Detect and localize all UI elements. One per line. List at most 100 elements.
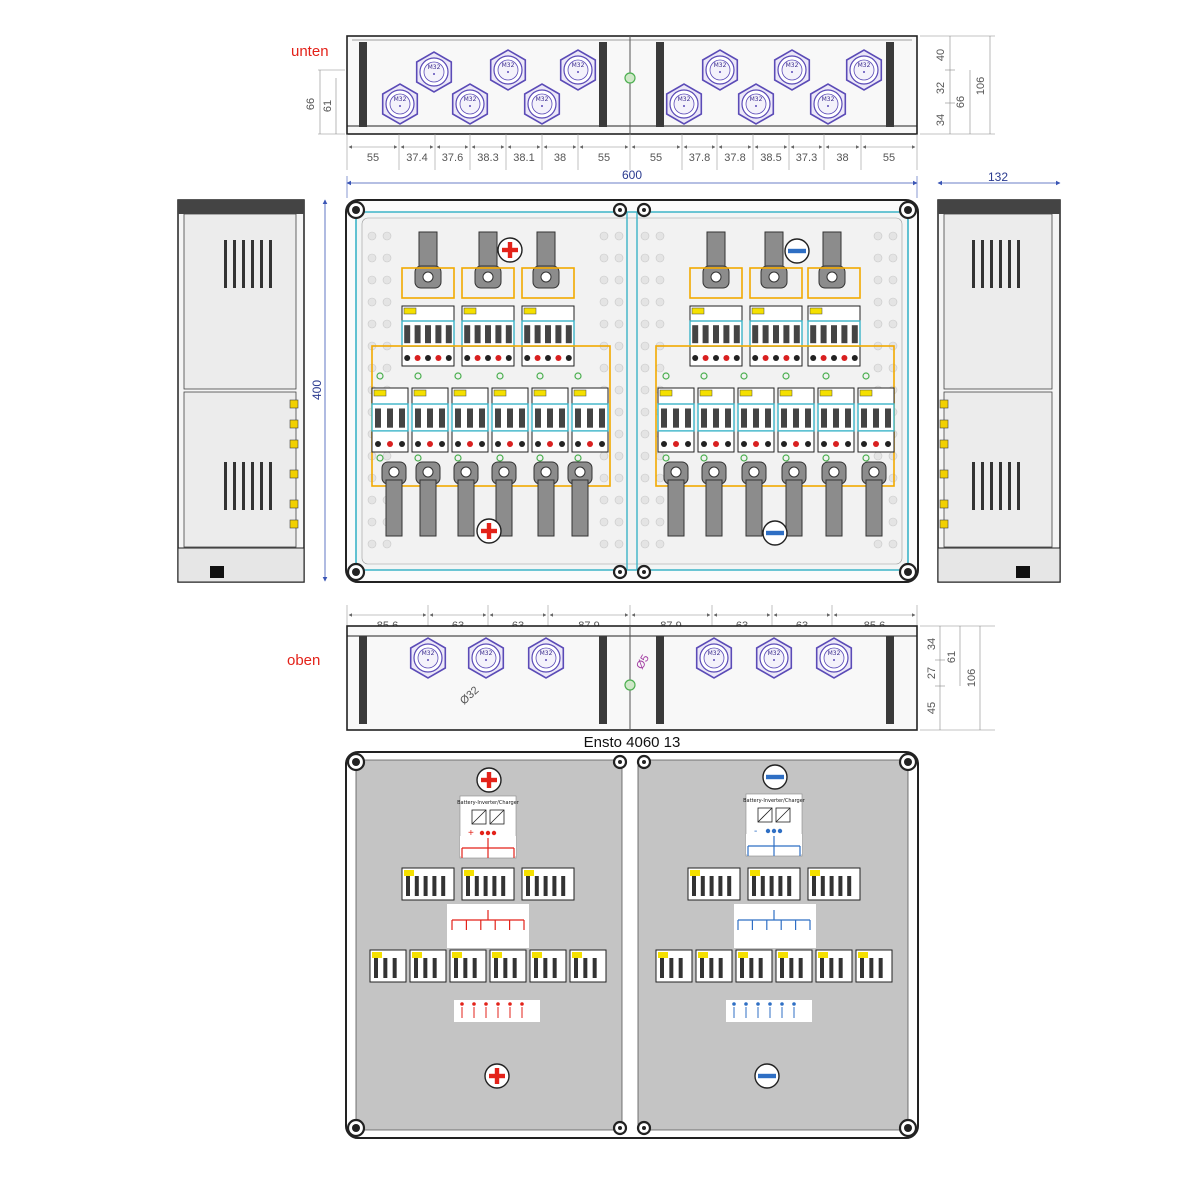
side-marker <box>289 399 299 409</box>
busbar-lug <box>491 461 517 537</box>
mount-dot <box>640 451 650 461</box>
fuse-pin <box>841 325 848 344</box>
gland-label: M32 <box>786 62 799 69</box>
mount-dot <box>599 319 609 329</box>
fuse-terminal <box>467 441 473 447</box>
cover-fuse-pin <box>583 958 588 978</box>
cover-fuse-pin <box>678 958 683 978</box>
cover-fuse <box>369 949 407 983</box>
lug-hole <box>574 466 586 478</box>
top-view-housing <box>346 625 918 731</box>
fuse-terminal <box>661 441 667 447</box>
mount-dot <box>614 231 624 241</box>
fuse-terminal <box>861 441 867 447</box>
side-marker <box>939 419 949 429</box>
gland-center <box>719 71 721 73</box>
lug-hole <box>826 271 838 283</box>
fuse-clip-frame <box>737 403 775 432</box>
gland-inner <box>703 647 725 669</box>
cover-fuse-pin <box>878 958 883 978</box>
fuse-terminal <box>851 355 858 361</box>
fuse-clip-frame <box>531 403 569 432</box>
busbar-lug <box>861 461 887 537</box>
gland-inner <box>745 93 767 115</box>
wire-frame <box>461 267 515 299</box>
fuse-pin <box>387 408 393 428</box>
cover-fuse-pin <box>820 876 825 896</box>
cover-fuse-pin <box>847 876 852 896</box>
fuse-terminal <box>873 441 879 447</box>
fuse-pin <box>741 408 747 428</box>
fuse-holder <box>401 305 455 367</box>
fuse-pin <box>587 408 593 428</box>
mount-dot <box>367 297 377 307</box>
lug-body <box>495 479 513 537</box>
fuse-pin <box>723 325 730 344</box>
minus-icon <box>784 238 810 264</box>
mount-dot <box>614 517 624 527</box>
mount-dot <box>655 319 665 329</box>
cover-fuse-tag <box>690 870 700 876</box>
mount-dot <box>367 275 377 285</box>
mount-dot <box>382 253 392 263</box>
fuse-pin <box>725 408 731 428</box>
fuse-terminal <box>833 441 839 447</box>
left-side-profile <box>177 199 305 583</box>
mount-dot <box>614 385 624 395</box>
fuse-pin <box>565 325 572 344</box>
corner-screw-hole <box>904 568 912 576</box>
mount-dot <box>614 253 624 263</box>
dim-value: 55 <box>650 152 662 164</box>
lug-hole <box>670 466 682 478</box>
corner-screw-hole <box>352 206 360 214</box>
dim-value: 38.1 <box>513 152 534 164</box>
cover-fuse-pin <box>798 958 803 978</box>
top-dim-34: 34 <box>926 638 938 650</box>
mount-dot <box>640 495 650 505</box>
mount-dot <box>873 275 883 285</box>
cover-fuse-pin <box>789 958 794 978</box>
mount-dot <box>640 231 650 241</box>
fuse-pin <box>851 325 858 344</box>
cover-fuse-tag <box>404 870 414 876</box>
plus-icon <box>484 1063 510 1089</box>
front-modules <box>371 231 895 546</box>
cover-fuse <box>807 867 861 901</box>
fuse-tag <box>809 307 823 315</box>
fuse-terminal <box>485 355 491 361</box>
status-dot <box>574 454 582 462</box>
lug-body <box>785 479 803 537</box>
front-width-dim-text: 600 <box>622 168 642 182</box>
cover-fuse-pin <box>383 958 388 978</box>
mount-dot <box>382 451 392 461</box>
vent-slot <box>260 240 263 288</box>
cover-fuse-tag <box>412 952 422 958</box>
gland-center <box>863 71 865 73</box>
busbar-lug <box>760 231 788 289</box>
dim-value: 37.3 <box>796 152 817 164</box>
side-marker <box>939 519 949 529</box>
corner-screw-hole <box>642 208 646 212</box>
gland-label: M32 <box>536 96 549 103</box>
mount-dot <box>888 297 898 307</box>
fuse-terminal <box>752 355 759 361</box>
cable-gland: M32 <box>381 83 419 125</box>
fuse-pin <box>765 408 771 428</box>
status-dot <box>574 372 582 380</box>
fuse-clip-frame <box>777 403 815 432</box>
fuse-tag <box>859 389 873 397</box>
left-side-vents <box>224 240 299 529</box>
fuse-pin <box>415 408 421 428</box>
status-dot <box>414 454 422 462</box>
fuse-holder <box>461 305 515 367</box>
fuse-holder <box>451 387 489 453</box>
inverter-icon-diag <box>471 809 487 825</box>
fuse-terminal <box>435 355 442 361</box>
cover-fuse <box>449 949 487 983</box>
fuse-pin <box>467 408 473 428</box>
cover-fuse <box>655 949 693 983</box>
bottom-left-dimensions: 66 61 <box>305 69 345 135</box>
lug-hole <box>788 466 800 478</box>
mount-dot <box>655 363 665 373</box>
front-view: 600 400 132 <box>310 168 1061 583</box>
